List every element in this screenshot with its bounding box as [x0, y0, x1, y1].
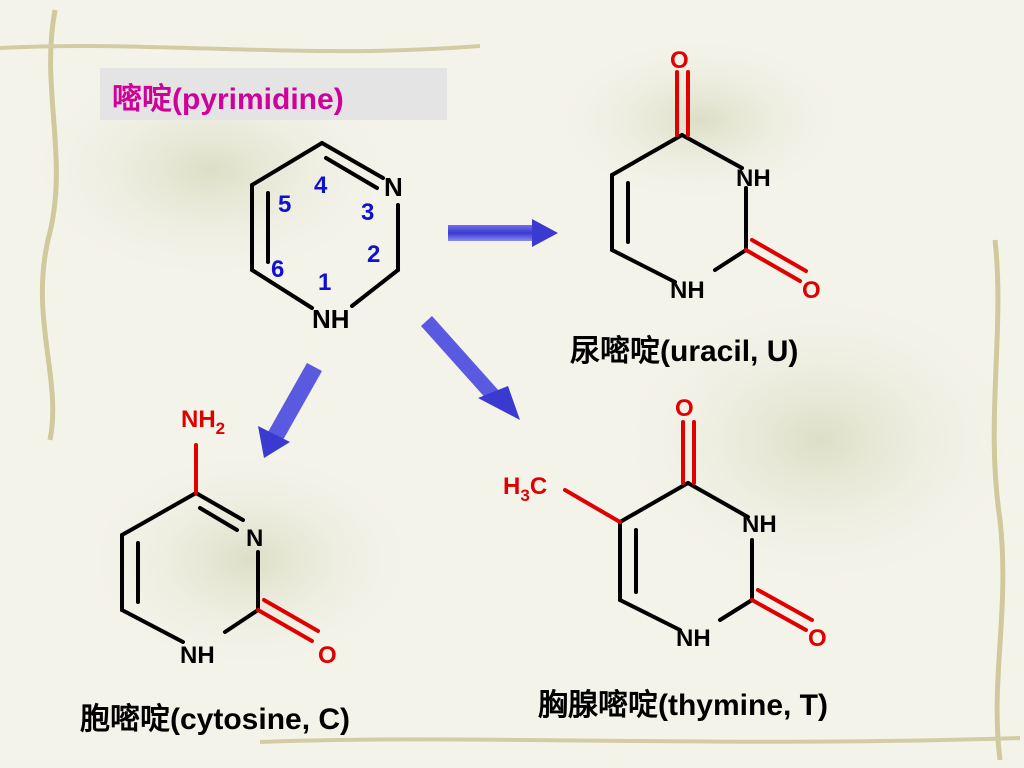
cytosine-nh2-label: NH2 [181, 406, 225, 438]
thymine-nh-bottom-label: NH [676, 625, 711, 652]
uracil-o-top-label: O [670, 47, 689, 74]
thymine-o-right-label: O [808, 625, 827, 652]
uracil-structure: O NH NH O [610, 47, 821, 304]
position-3-label: 3 [361, 199, 374, 226]
cytosine-caption: 胞嘧啶(cytosine, C) [80, 703, 351, 736]
pyrimidine-n3-label: N [384, 172, 403, 202]
cytosine-n-label: N [246, 525, 263, 552]
thymine-o-top-label: O [675, 395, 694, 422]
page-title: 嘧啶(pyrimidine) [112, 83, 344, 116]
uracil-nh-right-label: NH [736, 165, 771, 192]
pyrimidine-nh-label: NH [312, 304, 350, 334]
uracil-nh-bottom-label: NH [670, 277, 705, 304]
title-highlight [100, 68, 447, 120]
position-5-label: 5 [278, 191, 291, 218]
uracil-o-right-label: O [802, 277, 821, 304]
arrow-to-uracil [448, 219, 558, 247]
thymine-ch3-label: H3C [503, 473, 547, 505]
thymine-nh-right-label: NH [742, 511, 777, 538]
cytosine-o-right-label: O [318, 642, 337, 669]
position-1-label: 1 [318, 269, 331, 296]
arrow-to-thymine [421, 316, 520, 420]
thymine-structure: O H3C NH NH O [503, 395, 827, 652]
uracil-caption: 尿嘧啶(uracil, U) [570, 335, 799, 368]
thymine-caption: 胸腺嘧啶(thymine, T) [538, 689, 828, 722]
position-4-label: 4 [314, 172, 328, 199]
pyrimidine-structure: N NH 1 2 3 4 5 6 [250, 141, 403, 334]
arrow-to-cytosine [258, 363, 322, 458]
cytosine-nh-bottom-label: NH [180, 642, 215, 669]
position-2-label: 2 [367, 241, 380, 268]
cytosine-structure: NH2 N NH O [120, 406, 337, 669]
position-6-label: 6 [271, 256, 284, 283]
